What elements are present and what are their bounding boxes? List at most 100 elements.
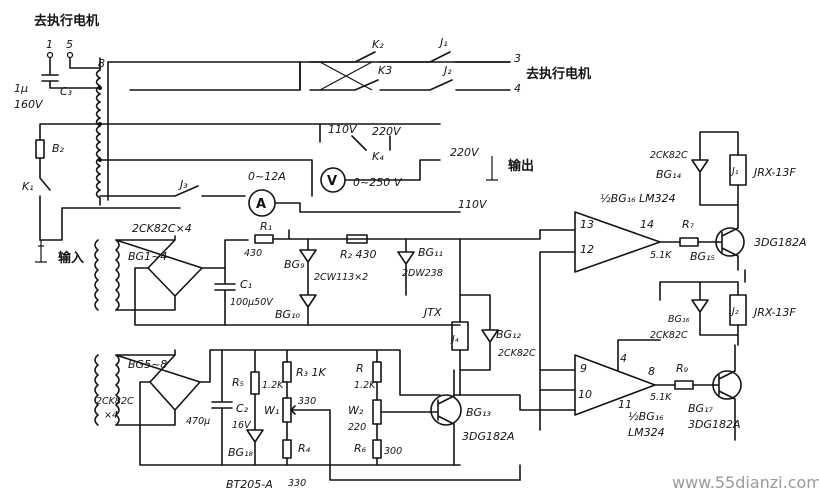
zener-bg11 xyxy=(397,238,415,296)
resistor-r1 xyxy=(254,234,274,244)
terminal-3-label: 3 xyxy=(514,52,521,65)
c3-name: C₃ xyxy=(60,85,73,98)
voltmeter-range: 0~250 xyxy=(353,176,390,189)
r2-label: R₂ 430 xyxy=(340,248,377,261)
wire-voltmeter-left xyxy=(99,159,313,197)
output-label: 输出 xyxy=(508,158,534,174)
r7-label: R₇ xyxy=(682,218,695,231)
ammeter-range: 0~12A xyxy=(248,170,286,183)
resistor-r3 xyxy=(282,361,292,383)
k1-label: K₁ xyxy=(22,180,34,193)
c2-value: 470μ xyxy=(186,416,210,427)
v220a-label: 220V xyxy=(372,125,402,138)
capacitor-c1 xyxy=(214,267,236,326)
k3-j2-contacts xyxy=(309,79,511,91)
opamp2-part-a: ½BG₁₆ xyxy=(628,410,664,423)
opamp2-inputs xyxy=(539,339,661,391)
r6-label: R₆ xyxy=(354,442,367,455)
j1-label: J₁ xyxy=(438,36,448,49)
opamp2-pin11: 11 xyxy=(618,398,632,411)
relay-j1-label: J₁ xyxy=(730,166,739,177)
bg18-label: BG₁₈ xyxy=(228,446,253,459)
diode-bg14 xyxy=(691,131,739,206)
input-label: 输入 xyxy=(58,250,84,266)
k2-label: K₂ xyxy=(372,38,384,51)
bg1-label: BG1~4 xyxy=(128,250,167,263)
c2-voltage: 16V xyxy=(232,420,252,431)
opamp2-pin8: 8 xyxy=(648,365,655,378)
resistor-rx xyxy=(372,361,382,383)
resistor-r6 xyxy=(372,439,382,459)
c1-label: C₁ xyxy=(240,278,252,291)
potentiometer-w2 xyxy=(372,399,382,425)
input-ground xyxy=(35,240,47,263)
diode2-part: 2CK82C xyxy=(650,330,688,341)
bridge-rectifier-2 xyxy=(115,349,201,426)
wire-k3-bus xyxy=(129,61,301,91)
r5-value: 1.2K xyxy=(262,380,284,391)
node-c3 xyxy=(98,86,102,90)
diode-bg12 xyxy=(459,294,499,371)
wire-voltmeter-right xyxy=(344,159,441,181)
rect1-part: 2CK82C×4 xyxy=(132,222,192,235)
capacitor-c2 xyxy=(211,349,233,466)
bg9-label: BG₉ xyxy=(284,258,305,271)
wire-fuse-k1 xyxy=(39,123,101,241)
cross-wires xyxy=(319,61,373,91)
w2-label: W₂ xyxy=(348,404,364,417)
k4-label: K₄ xyxy=(372,150,384,163)
bg5-label: BG5~8 xyxy=(128,358,167,371)
voltmeter-unit: V xyxy=(394,176,403,189)
wire-rect2-out xyxy=(139,349,461,466)
r3-label: R₃ 1K xyxy=(296,366,327,379)
opamp1-inputs xyxy=(539,229,576,391)
bg11-label: BG₁₁ xyxy=(418,246,443,259)
label-motor-top: 去执行电机 xyxy=(34,13,99,29)
terminal-1 xyxy=(46,51,54,59)
r6-value: 300 xyxy=(384,446,402,457)
k3-label: K3 xyxy=(378,64,392,77)
bg16-label: BG₁₆ xyxy=(668,314,690,325)
r9-label: R₉ xyxy=(676,362,689,375)
jtx-label: JTX xyxy=(422,306,442,319)
resistor-r4 xyxy=(282,439,292,459)
v110b-label: 110V xyxy=(458,198,488,211)
wire-relay-bus xyxy=(659,269,746,301)
opamp2-part-b: LM324 xyxy=(628,426,665,439)
relay2-part: JRX-13F xyxy=(752,306,796,319)
potentiometer-w1 xyxy=(282,397,292,423)
resistor-r2 xyxy=(346,234,368,244)
r5-label: R₅ xyxy=(232,376,244,389)
transformer2-secondary xyxy=(115,354,120,426)
c2-label: C₂ xyxy=(236,402,249,415)
w1-wiper xyxy=(290,405,299,415)
v220b-label: 220V xyxy=(450,146,480,159)
transformer1-secondary xyxy=(115,239,120,311)
bg13-label: BG₁₃ xyxy=(466,406,491,419)
opamp-2 xyxy=(574,354,656,416)
c3-capacitor xyxy=(41,57,101,89)
c3-voltage: 160V xyxy=(14,98,44,111)
terminal-5-label: 5 xyxy=(66,38,73,51)
resistor-r7 xyxy=(679,237,699,247)
wire-term5 xyxy=(69,57,101,69)
j2-label: J₂ xyxy=(442,64,452,77)
bg12-label: BG₁₂ xyxy=(496,328,521,341)
bg10-label: BG₁₀ xyxy=(275,308,300,321)
rect2-x4: ×4 xyxy=(104,410,118,421)
w1-value: 330 xyxy=(298,396,316,407)
zener2-part: 2DW238 xyxy=(402,268,443,279)
terminal-5 xyxy=(66,51,74,59)
opamp1-part: ½BG₁₆ LM324 xyxy=(600,192,676,205)
zener-bg9-bg10 xyxy=(299,238,317,326)
opamp-1 xyxy=(574,211,661,273)
resistor-r5 xyxy=(250,371,260,395)
j3-label: J₃ xyxy=(178,178,188,191)
j4-label: J₄ xyxy=(450,334,459,345)
bg12-part: 2CK82C xyxy=(498,348,536,359)
wire-input xyxy=(39,207,181,241)
wire-bg13-opamp2 xyxy=(453,389,576,481)
transformer2-primary xyxy=(94,354,99,426)
transformer1-primary xyxy=(94,239,99,311)
